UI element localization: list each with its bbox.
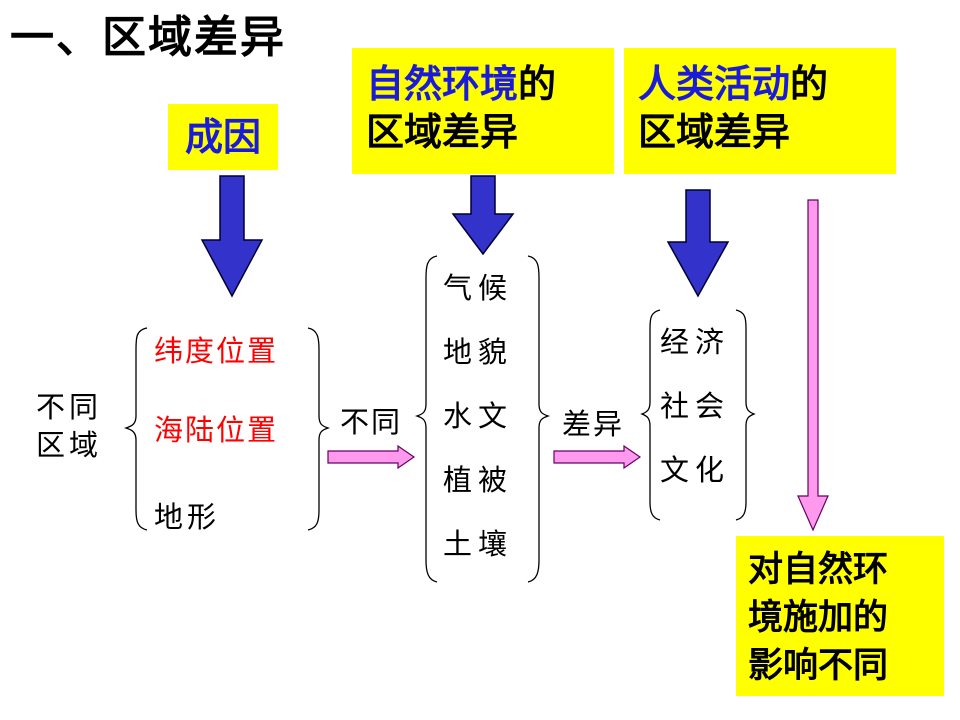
connector2-label: 差异 xyxy=(562,407,625,441)
natural-left-brace xyxy=(414,255,438,583)
list-item: 植被 xyxy=(443,463,514,497)
human-difference-box: 人类活动的 区域差异 xyxy=(624,48,896,174)
factor-land-sea: 海陆位置 xyxy=(154,413,279,447)
natural-highlight: 自然环境 xyxy=(366,62,519,106)
list-item: 文化 xyxy=(660,453,731,487)
cause-down-arrow xyxy=(200,175,264,298)
left-group-line1: 不同 xyxy=(36,390,103,424)
list-item: 经济 xyxy=(660,325,731,359)
factors-right-brace xyxy=(307,327,331,531)
human-line2: 区域差异 xyxy=(638,110,791,154)
left-group-line2: 区域 xyxy=(36,428,103,462)
natural-difference-box: 自然环境的 区域差异 xyxy=(352,48,614,174)
connector1-right-arrow xyxy=(327,444,416,470)
list-item: 土壤 xyxy=(443,527,514,561)
human-right-brace xyxy=(735,309,756,521)
human-elements-list: 经济 社会 文化 xyxy=(660,310,730,502)
cause-label: 成因 xyxy=(184,115,261,159)
factor-terrain: 地形 xyxy=(154,500,221,534)
human-left-brace xyxy=(640,309,661,521)
factors-left-brace xyxy=(123,327,148,531)
natural-suffix: 的 xyxy=(518,62,557,106)
connector1-label: 不同 xyxy=(340,405,403,439)
list-item: 地貌 xyxy=(443,335,514,369)
human-highlight: 人类活动 xyxy=(638,62,791,106)
cause-box: 成因 xyxy=(168,104,278,170)
list-item: 气候 xyxy=(443,271,514,305)
page-title: 一、区域差异 xyxy=(10,12,286,63)
different-regions-label: 不同 区域 xyxy=(36,388,102,464)
human-down-arrow xyxy=(666,189,730,298)
list-item: 水文 xyxy=(443,399,514,433)
natural-line2: 区域差异 xyxy=(366,110,519,154)
impact-line2: 境施加的 xyxy=(748,598,889,638)
impact-line3: 影响不同 xyxy=(748,646,889,686)
natural-right-brace xyxy=(527,255,551,583)
impact-box: 对自然环 境施加的 影响不同 xyxy=(736,536,944,696)
human-suffix: 的 xyxy=(790,62,829,106)
factor-latitude: 纬度位置 xyxy=(154,334,279,368)
natural-down-arrow xyxy=(451,175,515,256)
connector2-right-arrow xyxy=(553,444,642,470)
natural-elements-list: 气候 地貌 水文 植被 土壤 xyxy=(443,256,513,576)
list-item: 社会 xyxy=(660,389,731,423)
impact-down-arrow xyxy=(797,199,829,532)
impact-line1: 对自然环 xyxy=(748,550,889,590)
